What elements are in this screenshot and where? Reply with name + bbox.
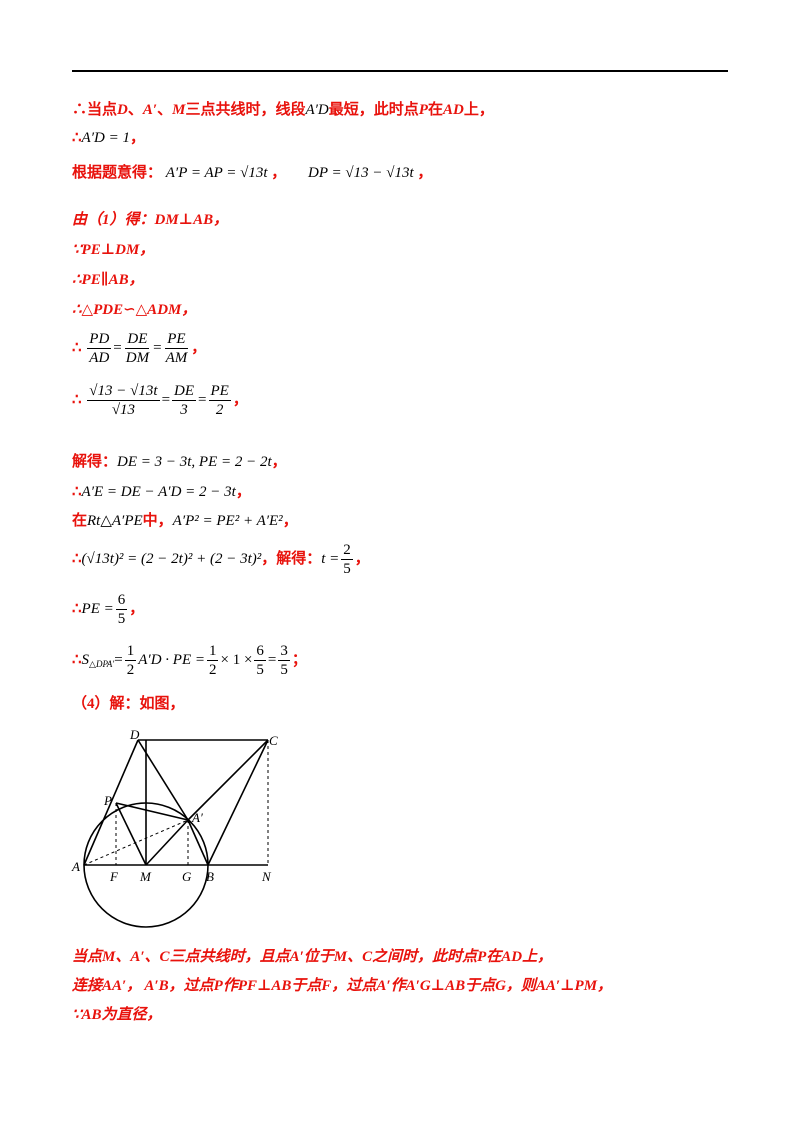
segment-pm [115, 802, 147, 866]
line-10: 解得：DE = 3 − 3t, PE = 2 − 2t， [72, 454, 287, 470]
fraction: √13 − √13t√13 [87, 383, 160, 419]
label-n: N [261, 869, 272, 884]
line-1: ∴当点D、A′、M三点共线时，线段A′D最短，此时点P在AD上， [72, 102, 494, 118]
segment-ma2 [145, 819, 189, 866]
segment-da2 [137, 739, 189, 821]
line-3: 根据题意得： A′P = AP = √13t ， DP = √13 − √13t… [72, 165, 433, 181]
segment-aa2-dashed [83, 819, 189, 866]
segment-pa2 [115, 802, 189, 821]
line-2: ∴A′D = 1， [72, 130, 145, 146]
line-12: 在Rt△A′PE中，A′P² = PE² + A′E²， [72, 513, 298, 529]
line-4: 由（1）得：DM⊥AB， [72, 212, 229, 228]
label-c: C [269, 733, 278, 748]
segment-a2c [187, 739, 269, 821]
label-b: B [206, 869, 214, 884]
geometry-figure: D C P A′ A F M G B N [71, 727, 278, 928]
label-m: M [139, 869, 152, 884]
line-11: ∴A′E = DE − A′D = 2 − 3t， [72, 484, 251, 500]
line-7: ∴△PDE∽△ADM， [72, 302, 197, 318]
line-13: ∴(√13t)² = (2 − 2t)² + (2 − 3t)²，解得：t =2… [72, 542, 370, 578]
header-rule [72, 70, 728, 72]
label-p: P [103, 793, 112, 808]
label-a-prime: A′ [191, 810, 203, 825]
segment-cb [207, 739, 269, 866]
label-d: D [129, 727, 140, 742]
label-f: F [109, 869, 119, 884]
line-19: ∵AB为直径， [72, 1007, 162, 1023]
line-16: （4）解：如图， [72, 696, 185, 712]
line-6: ∴PE∥AB， [72, 272, 144, 288]
segment-ad [83, 739, 139, 866]
label-g: G [182, 869, 192, 884]
line-18: 连接AA′， A′B，过点P作PF⊥AB于点F，过点A′作A′G⊥AB于点G，则… [72, 978, 613, 994]
line-17: 当点M、A′、C三点共线时，且点A′位于M、C之间时，此时点P在AD上， [72, 949, 553, 965]
line-5: ∵PE⊥DM， [72, 242, 155, 258]
segment-a2b [187, 819, 209, 866]
label-a: A [71, 859, 80, 874]
